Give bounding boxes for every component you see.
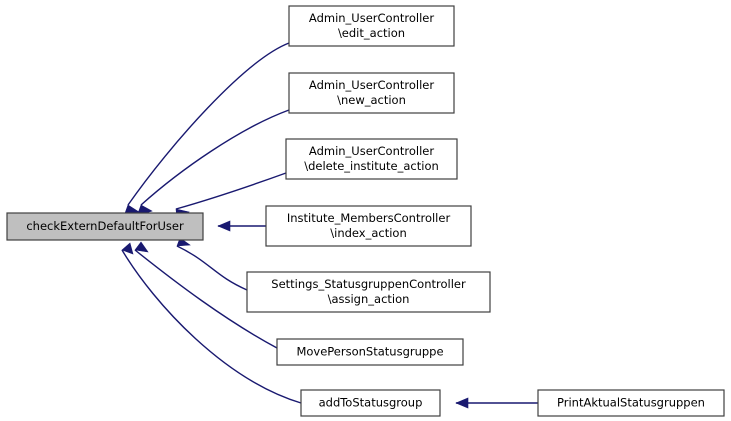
edge-line bbox=[175, 172, 287, 210]
node-label-line: MovePersonStatusgruppe bbox=[296, 345, 443, 359]
edge-line bbox=[127, 42, 290, 206]
graph-edge bbox=[455, 397, 538, 409]
edge-arrowhead-icon bbox=[134, 241, 149, 253]
graph-node-institute-members-index[interactable]: Institute_MembersController\index_action bbox=[265, 205, 472, 247]
node-label-line: checkExternDefaultForUser bbox=[26, 219, 184, 233]
node-box[interactable] bbox=[265, 205, 472, 247]
node-label-line: Institute_MembersController bbox=[287, 211, 451, 225]
node-box[interactable] bbox=[6, 212, 204, 241]
node-box[interactable] bbox=[300, 389, 441, 417]
edge-arrowhead-icon bbox=[217, 220, 231, 232]
graph-node-print-aktual-statusgruppen[interactable]: PrintAktualStatusgruppen bbox=[537, 389, 725, 417]
graph-node-move-person-statusgruppe[interactable]: MovePersonStatusgruppe bbox=[276, 338, 464, 366]
edge-arrowhead-icon bbox=[121, 242, 134, 255]
node-label-line: \assign_action bbox=[328, 292, 410, 306]
graph-node-admin-delete-institute[interactable]: Admin_UserController\delete_institute_ac… bbox=[285, 138, 458, 180]
node-box[interactable] bbox=[288, 5, 455, 47]
node-box[interactable] bbox=[246, 271, 491, 313]
node-box[interactable] bbox=[537, 389, 725, 417]
graph-node-admin-edit[interactable]: Admin_UserController\edit_action bbox=[288, 5, 455, 47]
graph-node-focus[interactable]: checkExternDefaultForUser bbox=[6, 212, 204, 241]
node-box[interactable] bbox=[285, 138, 458, 180]
edge-line bbox=[176, 245, 248, 291]
edge-line bbox=[134, 249, 278, 349]
node-label-line: addToStatusgroup bbox=[319, 396, 423, 410]
node-label-line: \edit_action bbox=[338, 26, 405, 40]
graph-node-settings-statusgruppen-assign[interactable]: Settings_StatusgruppenController\assign_… bbox=[246, 271, 491, 313]
edge-line bbox=[121, 249, 302, 404]
node-box[interactable] bbox=[276, 338, 464, 366]
graph-edge bbox=[134, 241, 278, 349]
node-label-line: Admin_UserController bbox=[309, 78, 434, 92]
nodes-layer: checkExternDefaultForUser Admin_UserContr… bbox=[6, 5, 725, 417]
graph-edge bbox=[217, 220, 266, 232]
node-label-line: Admin_UserController bbox=[309, 144, 434, 158]
graph-node-add-to-statusgroup[interactable]: addToStatusgroup bbox=[300, 389, 441, 417]
graph-node-admin-new[interactable]: Admin_UserController\new_action bbox=[288, 72, 455, 114]
graph-edge bbox=[121, 242, 302, 404]
node-label-line: PrintAktualStatusgruppen bbox=[557, 396, 705, 410]
node-label-line: \delete_institute_action bbox=[304, 159, 439, 173]
graph-edge bbox=[176, 237, 248, 291]
node-label-line: Settings_StatusgruppenController bbox=[271, 277, 466, 291]
node-box[interactable] bbox=[288, 72, 455, 114]
node-label-line: \index_action bbox=[330, 226, 407, 240]
node-label-line: \new_action bbox=[337, 93, 406, 107]
graph-edge bbox=[123, 42, 290, 217]
edge-arrowhead-icon bbox=[455, 397, 469, 409]
node-label-line: Admin_UserController bbox=[309, 11, 434, 25]
edge-line bbox=[140, 109, 290, 206]
